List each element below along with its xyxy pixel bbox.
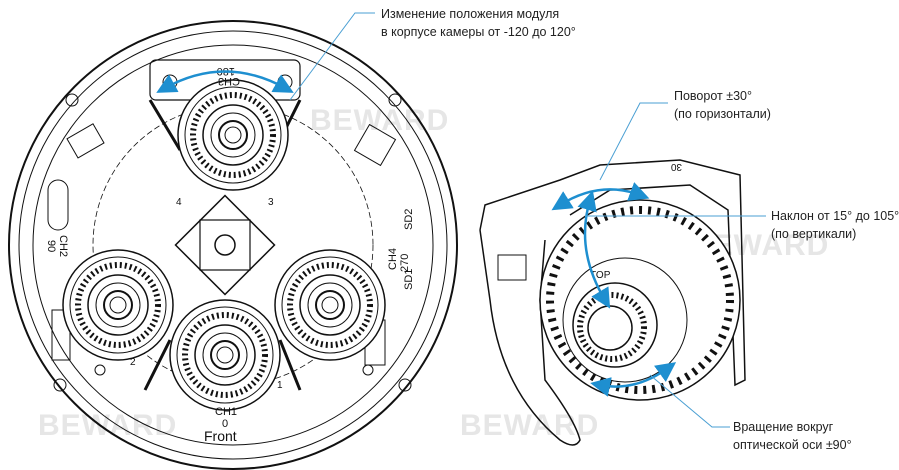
lens-module-ch4 bbox=[275, 250, 385, 360]
callout-module-position: Изменение положения модуля в корпусе кам… bbox=[381, 5, 576, 41]
ch2-angle: 90 bbox=[45, 240, 57, 252]
scale-mark: 30 bbox=[670, 161, 682, 172]
module-number: 2 bbox=[130, 357, 136, 368]
callout-line: Вращение вокруг bbox=[733, 420, 834, 434]
callout-line: оптической оси ±90° bbox=[733, 438, 852, 452]
module-number: 4 bbox=[176, 197, 182, 208]
ch1-label: CH1 bbox=[215, 406, 237, 418]
pan-arrow bbox=[551, 182, 650, 211]
callout-tilt: Наклон от 15° до 105° (по вертикали) bbox=[771, 207, 899, 243]
sd1-label: SD1 bbox=[403, 269, 415, 290]
module-number: 1 bbox=[277, 380, 283, 391]
callout-line: (по горизонтали) bbox=[674, 107, 771, 121]
callout-line: Изменение положения модуля bbox=[381, 7, 560, 21]
callout-line: в корпусе камеры от -120 до 120° bbox=[381, 25, 576, 39]
tilt-arrow bbox=[577, 190, 611, 309]
sd2-label: SD2 bbox=[403, 209, 415, 230]
leader-lines bbox=[289, 12, 766, 428]
watermark: BEWARD bbox=[38, 409, 177, 442]
ch2-label: CH2 bbox=[57, 235, 69, 257]
callout-line: (по вертикали) bbox=[771, 227, 857, 241]
callout-line: Наклон от 15° до 105° bbox=[771, 209, 899, 223]
camera-side-view: TOP 30 bbox=[479, 159, 746, 446]
module-number: 3 bbox=[268, 197, 274, 208]
ch4-label: CH4 bbox=[387, 248, 399, 270]
optical-rotation-arrow bbox=[590, 362, 677, 397]
watermark: BEWARD bbox=[460, 409, 599, 442]
module-rotation-arrow bbox=[156, 70, 294, 93]
front-label: Front bbox=[204, 428, 237, 444]
callout-line: Поворот ±30° bbox=[674, 89, 752, 103]
ch4-angle: 270 bbox=[399, 254, 411, 272]
lens-module-ch1 bbox=[170, 300, 280, 410]
lens-module-ch2 bbox=[63, 250, 173, 360]
callout-optical-rotation: Вращение вокруг оптической оси ±90° bbox=[733, 418, 852, 454]
ch1-angle: 0 bbox=[222, 418, 228, 430]
lens-module-ch3 bbox=[178, 80, 288, 190]
callout-pan: Поворот ±30° (по горизонтали) bbox=[674, 87, 771, 123]
